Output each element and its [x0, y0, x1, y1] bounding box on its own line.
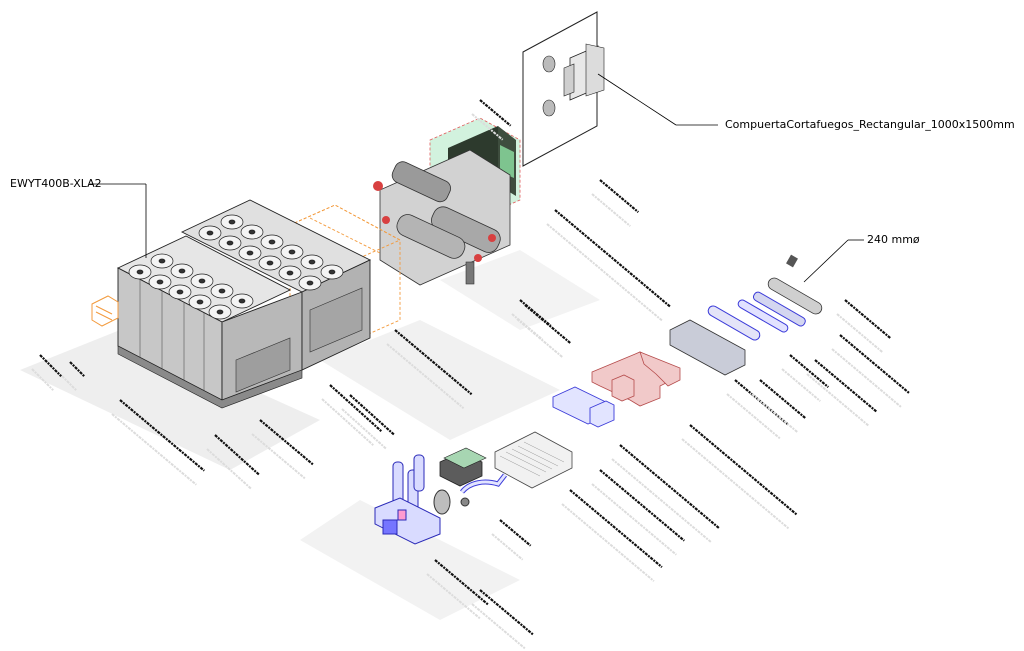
fan-hub-icon [158, 258, 166, 264]
model-tag-text [554, 209, 671, 308]
model-tag-text [619, 444, 721, 530]
pipe-fittings-model[interactable] [669, 254, 824, 376]
model-tag-text [814, 359, 877, 413]
model-tag-text [39, 354, 62, 377]
model-tag-shadow [426, 573, 482, 620]
model-tag-shadow [251, 433, 307, 480]
fan-hub-icon [206, 230, 214, 236]
fan-hub-icon [218, 288, 226, 294]
model-tag-text [214, 434, 261, 476]
model-tag-text [524, 304, 572, 345]
fan-hub-icon [228, 219, 236, 225]
fan-hub-icon [308, 259, 316, 265]
model-tag-shadow [781, 368, 821, 402]
model-tag-text [479, 589, 535, 636]
model-tag-shadow [751, 393, 799, 434]
fan-hub-icon [268, 239, 276, 245]
model-tag-shadow [591, 193, 631, 227]
model-tag-shadow [836, 313, 884, 354]
model-tag-shadow [546, 223, 663, 322]
model-tag-text [349, 394, 396, 436]
model-tag-shadow [611, 458, 713, 544]
pump-skid-model[interactable] [374, 454, 470, 545]
fan-hub-icon [216, 309, 224, 315]
chiller-callout[interactable]: EWYT400B-XLA2 [10, 177, 102, 190]
model-tag-shadow [726, 393, 782, 440]
model-tag-shadow [471, 603, 527, 650]
fire-damper-leader [597, 73, 677, 126]
model-tag-text [329, 384, 383, 433]
pipe-diameter-leader [803, 239, 849, 283]
fan-hub-icon [156, 279, 164, 285]
model-tag-text [759, 379, 807, 420]
fan-hub-icon [266, 260, 274, 266]
model-tag-text [689, 424, 798, 516]
fan-hub-icon [328, 269, 336, 275]
condenser-fans [128, 214, 344, 320]
fan-hub-icon [248, 229, 256, 235]
fire-damper-model[interactable] [522, 11, 605, 167]
model-tag-shadow [591, 483, 677, 556]
fan-hub-icon [178, 268, 186, 274]
model-tag-text [434, 559, 490, 606]
fan-hub-icon [288, 249, 296, 255]
fan-hub-icon [246, 250, 254, 256]
model-tag-text [259, 419, 315, 466]
ductwork-model[interactable] [591, 351, 681, 407]
fan-hub-icon [176, 289, 184, 295]
model-tag-shadow [111, 413, 197, 486]
model-tag-shadow [321, 398, 375, 447]
model-tag-shadow [31, 368, 54, 391]
ground-shadows [20, 250, 600, 620]
model-tag-shadow [831, 348, 902, 408]
model-tag-shadow [806, 373, 869, 427]
control-box-selected-model[interactable] [91, 295, 119, 327]
model-tag-text [844, 299, 892, 340]
model-tag-shadow [341, 408, 388, 450]
model-tag-shadow [61, 375, 77, 391]
model-tag-shadow [561, 503, 655, 582]
fan-hub-icon [226, 240, 234, 246]
fire-damper-callout[interactable]: CompuertaCortafuegos_Rectangular_1000x15… [725, 118, 1015, 131]
model-tag-shadow [386, 343, 465, 410]
model-tag-text [789, 354, 830, 388]
model-tag-text [479, 99, 512, 127]
water-chiller-model[interactable] [373, 149, 511, 286]
model-tag-text [69, 361, 85, 377]
model-tag-text [569, 489, 663, 568]
pipe-diameter-callout[interactable]: 240 mmø [867, 233, 920, 246]
model-tag-shadow [681, 438, 790, 530]
model-tag-text [119, 399, 205, 472]
duct-fittings-model[interactable] [552, 386, 615, 428]
fan-hub-icon [286, 270, 294, 276]
model-tag-text [599, 179, 640, 213]
model-tag-shadow [471, 113, 504, 141]
fan-hub-icon [136, 269, 144, 275]
fan-hub-icon [306, 280, 314, 286]
model-tag-text [599, 469, 685, 542]
fan-hub-icon [198, 278, 206, 284]
model-tag-shadow [491, 533, 524, 561]
model-text-annotations [31, 99, 910, 650]
model-tag-shadow [516, 318, 564, 359]
model-tag-text [499, 519, 532, 547]
model-tag-shadow [206, 448, 253, 490]
model-tag-text [839, 334, 910, 394]
fan-hub-icon [196, 299, 204, 305]
fan-hub-icon [238, 298, 246, 304]
model-tag-text [394, 329, 473, 396]
heat-exchanger-model[interactable] [439, 431, 573, 494]
